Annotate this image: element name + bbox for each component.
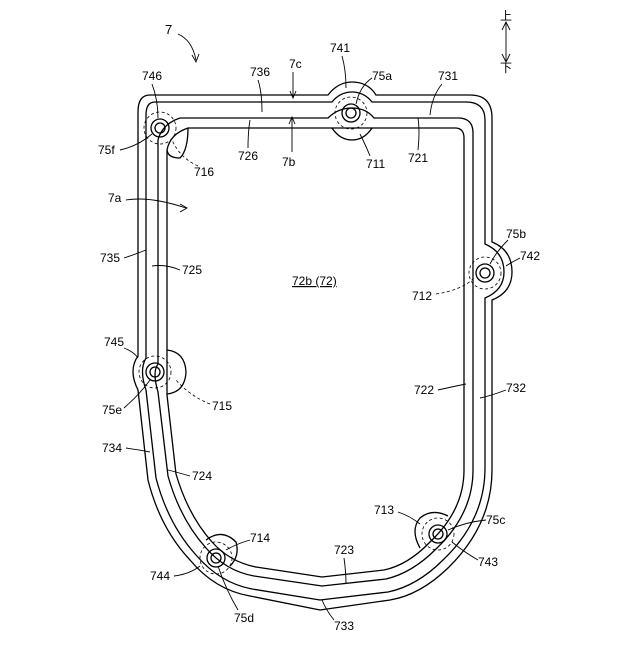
label-715: 715 [212, 399, 232, 413]
center-label: 72b (72) [292, 274, 337, 288]
label-7c: 7c [289, 57, 302, 71]
label-735: 735 [100, 251, 120, 265]
label-75f: 75f [98, 143, 115, 157]
boss-75f [144, 112, 176, 144]
boss-75a [335, 97, 367, 129]
label-713: 713 [374, 503, 394, 517]
label-743: 743 [478, 555, 498, 569]
label-742: 742 [520, 249, 540, 263]
figure-label-arrow [178, 34, 196, 60]
figure-label: 7 [165, 22, 172, 37]
label-734: 734 [102, 441, 122, 455]
label-724: 724 [192, 469, 212, 483]
boss-75b [469, 257, 501, 289]
label-731: 731 [438, 69, 458, 83]
label-723: 723 [334, 543, 354, 557]
bulge-715 [167, 350, 186, 394]
label-75e: 75e [102, 403, 122, 417]
label-726: 726 [238, 149, 258, 163]
label-741: 741 [330, 41, 350, 55]
orientation-indicator [502, 22, 510, 62]
inner-cavity-edge [167, 128, 464, 577]
label-732: 732 [506, 381, 526, 395]
outer-outline [133, 82, 512, 610]
label-746: 746 [142, 69, 162, 83]
orientation-down: 下 [500, 61, 512, 75]
orientation-up: 上 [500, 9, 512, 23]
label-75a: 75a [372, 69, 392, 83]
label-736: 736 [250, 65, 270, 79]
label-712: 712 [412, 289, 432, 303]
label-733: 733 [334, 619, 354, 633]
label-7a: 7a [108, 191, 122, 205]
label-7b: 7b [282, 155, 296, 169]
label-75b: 75b [506, 227, 526, 241]
label-75d: 75d [234, 611, 254, 625]
label-722: 722 [414, 383, 434, 397]
label-725: 725 [182, 263, 202, 277]
label-714: 714 [250, 531, 270, 545]
label-75c: 75c [486, 513, 505, 527]
label-744: 744 [150, 569, 170, 583]
label-745: 745 [104, 335, 124, 349]
label-721: 721 [408, 151, 428, 165]
label-716: 716 [194, 165, 214, 179]
label-711: 711 [366, 157, 385, 171]
bulge-711 [332, 128, 372, 140]
